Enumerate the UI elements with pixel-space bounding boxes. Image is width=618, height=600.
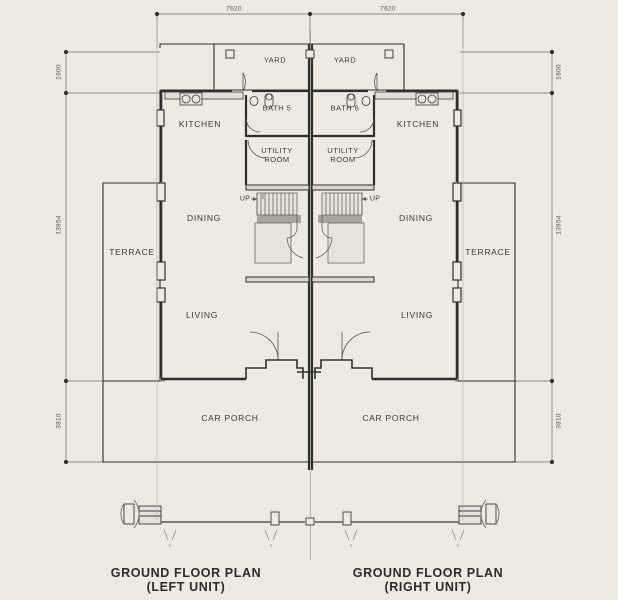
party-wall xyxy=(307,30,314,560)
staircase-left xyxy=(251,192,304,264)
bath-fixtures-right xyxy=(346,93,371,108)
gate-posts xyxy=(270,511,352,526)
staircase-right xyxy=(315,192,368,264)
kitchen-counter-left xyxy=(164,91,244,106)
yard-wall-openings xyxy=(225,49,394,59)
property-lines xyxy=(156,20,464,520)
kitchen-counter-right xyxy=(374,91,454,106)
wall-bands xyxy=(245,184,375,283)
wall-openings xyxy=(156,109,462,303)
bath-fixtures-left xyxy=(249,93,274,108)
entrance-steps xyxy=(245,359,373,379)
interior-walls-upper xyxy=(244,89,376,185)
caption-left-unit: GROUND FLOOR PLAN (LEFT UNIT) xyxy=(110,566,262,595)
door-swings xyxy=(242,72,378,361)
drainage-marks xyxy=(163,529,465,547)
gate-left xyxy=(120,499,162,529)
gate-right xyxy=(458,499,500,529)
dimension-ticks xyxy=(63,11,555,465)
caption-right-unit: GROUND FLOOR PLAN (RIGHT UNIT) xyxy=(352,566,504,595)
